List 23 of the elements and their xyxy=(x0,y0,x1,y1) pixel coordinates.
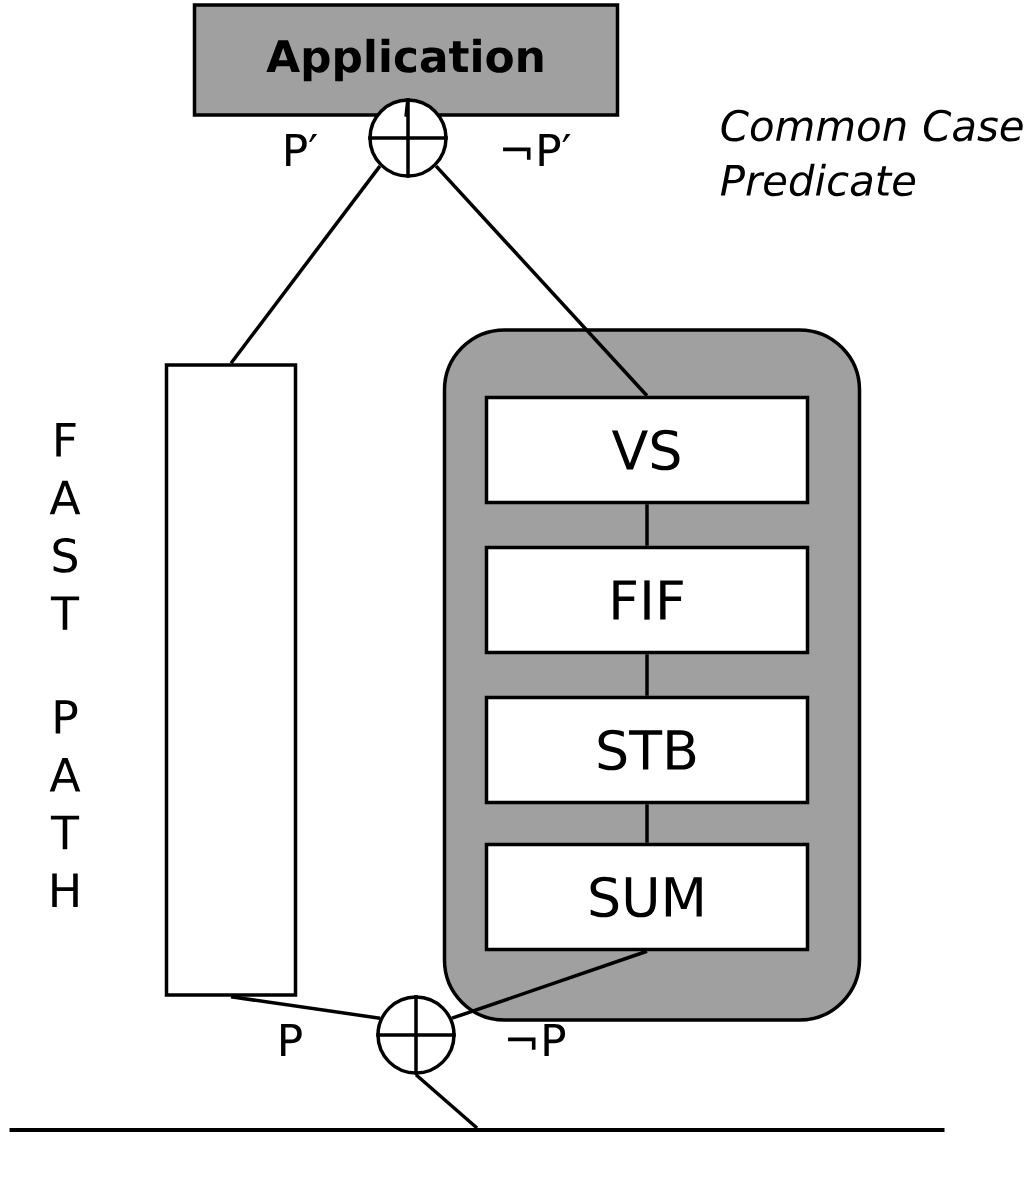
connector-line xyxy=(229,165,382,365)
connector-line xyxy=(404,98,410,117)
path-box xyxy=(164,363,298,997)
branch-label: P′ xyxy=(286,134,318,166)
xor-circle xyxy=(366,96,450,180)
xor-circle xyxy=(374,993,458,1077)
branch-label: P xyxy=(281,1024,302,1056)
connector-line xyxy=(645,804,649,843)
vertical-label: FAST PATH xyxy=(49,423,81,907)
connector-line xyxy=(434,164,649,397)
process-box: STB xyxy=(484,695,810,805)
connector-line xyxy=(230,995,381,1020)
branch-label: ¬P xyxy=(508,1024,566,1056)
connector-line xyxy=(645,654,649,696)
application-box: Application xyxy=(192,3,620,117)
connector-line xyxy=(645,504,649,546)
branch-label: ¬P′ xyxy=(503,134,571,166)
process-box: FIF xyxy=(484,545,810,655)
connector-line xyxy=(414,1073,479,1130)
note-text: Common Case Predicate xyxy=(720,109,1023,197)
baseline-bar xyxy=(9,1128,945,1132)
process-box: VS xyxy=(484,395,810,505)
process-box: SUM xyxy=(484,842,810,952)
